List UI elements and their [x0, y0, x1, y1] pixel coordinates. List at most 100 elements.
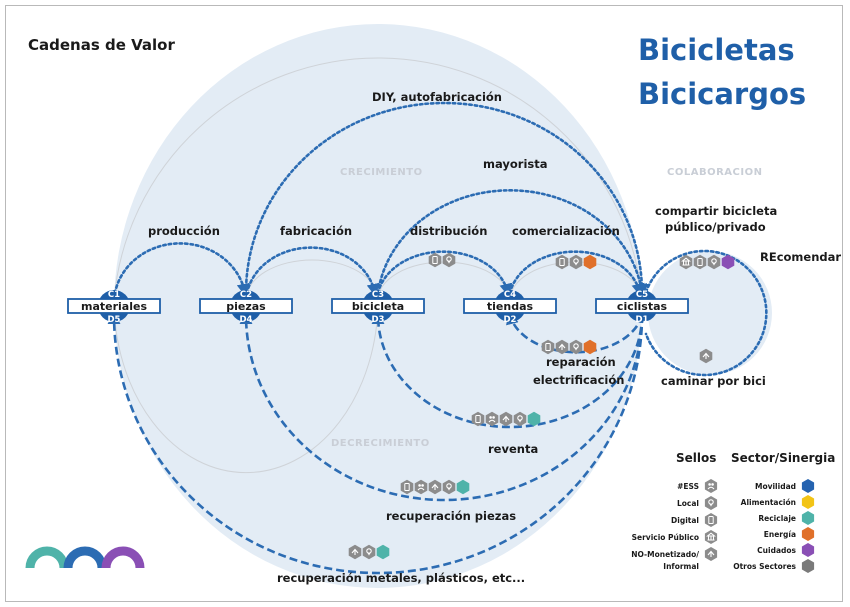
legend-sector-label: Alimentación [741, 498, 796, 507]
legend-sello-label: NO-Monetizado/ [631, 550, 699, 559]
node-code-top: C1 [108, 290, 120, 300]
node-label-box [595, 298, 689, 314]
reventa-icons [471, 411, 541, 427]
local-icon [442, 479, 456, 495]
legend-sello-label: Local [677, 499, 699, 508]
node-label: tiendas [487, 300, 534, 313]
legend-sello-label: Servicio Público [632, 533, 699, 542]
digital-glyph [475, 415, 481, 423]
hex-badge [428, 252, 442, 268]
local-glyph-tip [709, 503, 713, 507]
servicio-publico-glyph [706, 532, 716, 541]
zone-degrowth: DECRECIMIENTO [331, 438, 430, 449]
hex-badge [704, 513, 718, 527]
zone-collaboration: COLABORACION [667, 167, 762, 178]
node-code-bottom: D3 [372, 315, 385, 325]
ess-glyph-b [711, 483, 714, 486]
sector-cuidados-icon [721, 254, 735, 270]
legend-sello-label: Informal [663, 562, 699, 571]
local-icon [442, 252, 456, 268]
servicio-publico-icon [679, 254, 693, 270]
node-code-bottom: D5 [108, 315, 121, 325]
compartir-icons [679, 254, 735, 270]
comercializacion-label: comercialización [512, 224, 620, 238]
hex-badge [485, 411, 499, 427]
informal-glyph [702, 352, 710, 359]
hex-badge [555, 254, 569, 270]
ess-glyph-c [488, 419, 496, 423]
legend: Sellos Sector/Sinergia #ESSLocalDigitalS… [631, 451, 835, 573]
reventa-label: reventa [488, 442, 538, 456]
node-code-top: C5 [636, 290, 648, 300]
logo-arc-3 [101, 546, 145, 569]
legend-digital-icon [704, 513, 718, 527]
informal-icon [555, 339, 569, 355]
degrowth-arcs [107, 311, 644, 575]
legend-local-icon [704, 496, 718, 510]
legend-sector-swatch [801, 479, 815, 493]
reventa-arrow [371, 311, 644, 429]
hex-badge [704, 496, 718, 510]
caminar-icons [699, 348, 713, 364]
recomendar-label: REcomendar [760, 250, 841, 264]
informal-glyph [431, 483, 439, 490]
sector-reciclaje-icon [376, 544, 390, 560]
title-line-1: Bicicletas [638, 33, 795, 67]
sector-energia-icon [583, 254, 597, 270]
hex-badge [704, 479, 718, 493]
local-glyph-tip [574, 262, 578, 266]
compartir-label-2: público/privado [665, 220, 766, 234]
legend-sector-swatch [801, 559, 815, 573]
node-code-bottom: D4 [240, 315, 253, 325]
hex-badge [362, 544, 376, 560]
hex-badge [442, 252, 456, 268]
distribucion-arrow [376, 250, 513, 297]
mayorista-label: mayorista [483, 157, 548, 171]
ess-glyph-b [492, 416, 495, 419]
informal-icon [428, 479, 442, 495]
hex-badge [569, 339, 583, 355]
node-code-bottom: D1 [636, 315, 649, 325]
node-code-top: C4 [504, 290, 516, 300]
local-glyph-tip [367, 552, 371, 556]
digital-glyph [697, 258, 703, 266]
node-label: piezas [226, 300, 266, 313]
compartir-label-1: compartir bicicleta [655, 204, 777, 218]
local-glyph-tip [712, 262, 716, 266]
thin-arc-c2-c3 [245, 259, 379, 301]
legend-sello-label: #ESS [677, 482, 699, 491]
recuperacion-metales-icons [348, 544, 390, 560]
reparacion-icons [541, 339, 597, 355]
legend-sector-label: Reciclaje [758, 514, 796, 523]
sector-reciclaje-icon [456, 479, 470, 495]
local-icon [362, 544, 376, 560]
local-glyph-tip [447, 260, 451, 264]
distribucion-icons [428, 252, 456, 268]
node-label: materiales [81, 300, 147, 313]
ess-glyph-a [418, 484, 421, 487]
reparacion-arrow [506, 311, 644, 354]
node-code-top: C2 [240, 290, 252, 300]
digital-icon [693, 254, 707, 270]
legend-sector-label: Energía [764, 530, 796, 539]
legend-servicio-publico-icon [704, 530, 718, 544]
electrificacion-label: electrificación [533, 373, 624, 387]
node-label-box [67, 298, 161, 314]
ess-icon [485, 411, 499, 427]
node-code-bottom: D2 [504, 315, 517, 325]
logo-arc-1 [25, 546, 69, 569]
informal-icon [348, 544, 362, 560]
fabricacion-arrow [245, 246, 380, 297]
mayorista-arrow [376, 189, 648, 297]
node-label: ciclistas [617, 300, 668, 313]
zone-growth: CRECIMIENTO [340, 167, 423, 178]
logo-arc-2 [63, 546, 107, 569]
hex-badge [442, 479, 456, 495]
